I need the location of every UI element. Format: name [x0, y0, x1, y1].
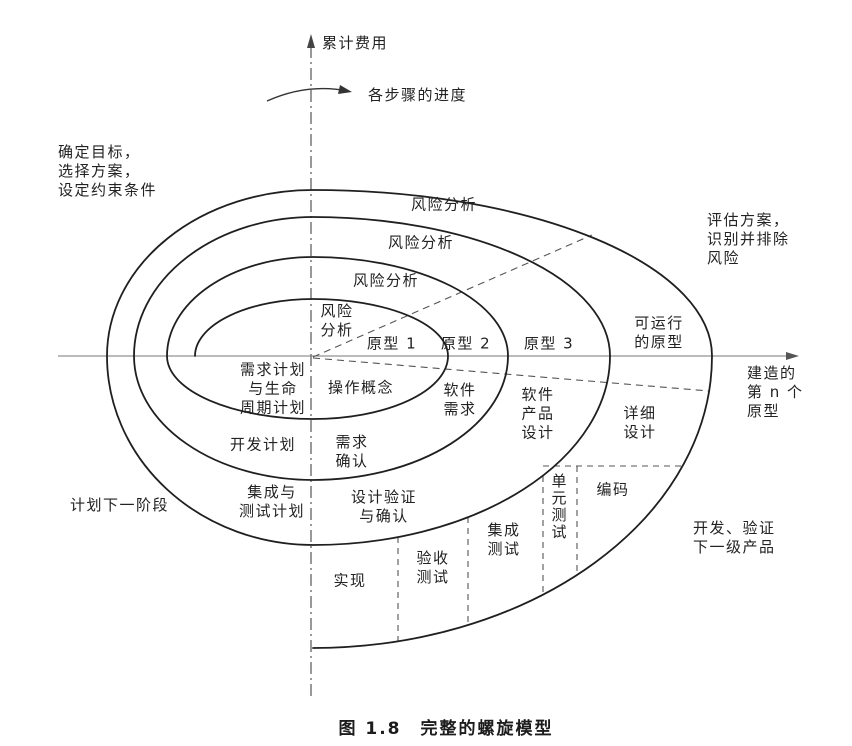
dashed-radial-lower — [312, 357, 710, 392]
label-integration-test-plan: 集成与 测试计划 — [238, 483, 306, 520]
y-axis-label: 累计费用 — [322, 34, 389, 52]
note-develop-verify-next-level: 开发、验证 下一级产品 — [693, 519, 776, 556]
label-prototype-2: 原型 2 — [440, 334, 492, 353]
dashed-radial-upper — [312, 234, 593, 358]
x-axis-label: 建造的 第 n 个 原型 — [747, 364, 804, 420]
x-axis-arrowhead-icon — [786, 352, 799, 360]
label-integration-test: 集成 测试 — [487, 521, 521, 558]
note-evaluate-alternatives: 评估方案， 识别并排除 风险 — [707, 211, 790, 267]
figure-caption: 图 1.8 完整的螺旋模型 — [338, 719, 554, 739]
label-development-plan: 开发计划 — [229, 435, 297, 454]
label-operational-prototype: 可运行 的原型 — [634, 314, 684, 351]
label-requirements-lifecycle-plan: 需求计划 与生命 周期计划 — [239, 360, 307, 417]
label-requirements-validation: 需求 确认 — [335, 433, 369, 470]
label-risk-analysis-2: 风险分析 — [352, 271, 420, 290]
spiral-curve — [106, 189, 713, 649]
note-plan-next-phase: 计划下一阶段 — [70, 496, 170, 514]
rotation-arrowhead-icon — [338, 85, 352, 94]
y-axis-arrowhead-icon — [307, 34, 315, 48]
label-implementation: 实现 — [333, 571, 367, 590]
label-prototype-3: 原型 3 — [523, 334, 575, 353]
label-coding: 编码 — [596, 480, 630, 499]
label-risk-analysis-3: 风险分析 — [387, 233, 455, 252]
label-risk-analysis-outer: 风险分析 — [410, 195, 478, 214]
label-prototype-1: 原型 1 — [366, 334, 418, 353]
label-operations-concept: 操作概念 — [327, 378, 395, 397]
label-detailed-design: 详细 设计 — [623, 404, 657, 441]
label-risk-analysis-1: 风险 分析 — [320, 302, 354, 339]
label-software-product-design: 软件 产品 设计 — [521, 385, 555, 442]
rotation-arrow-curve — [266, 87, 349, 102]
note-determine-objectives: 确定目标， 选择方案， 设定约束条件 — [58, 143, 158, 199]
label-design-validation: 设计验证 与确认 — [350, 488, 418, 525]
label-unit-test: 单元测试 — [549, 473, 568, 541]
label-software-requirements: 软件 需求 — [443, 381, 477, 418]
rotation-progress-label: 各步骤的进度 — [368, 86, 468, 104]
label-acceptance-test: 验收 测试 — [416, 549, 450, 586]
